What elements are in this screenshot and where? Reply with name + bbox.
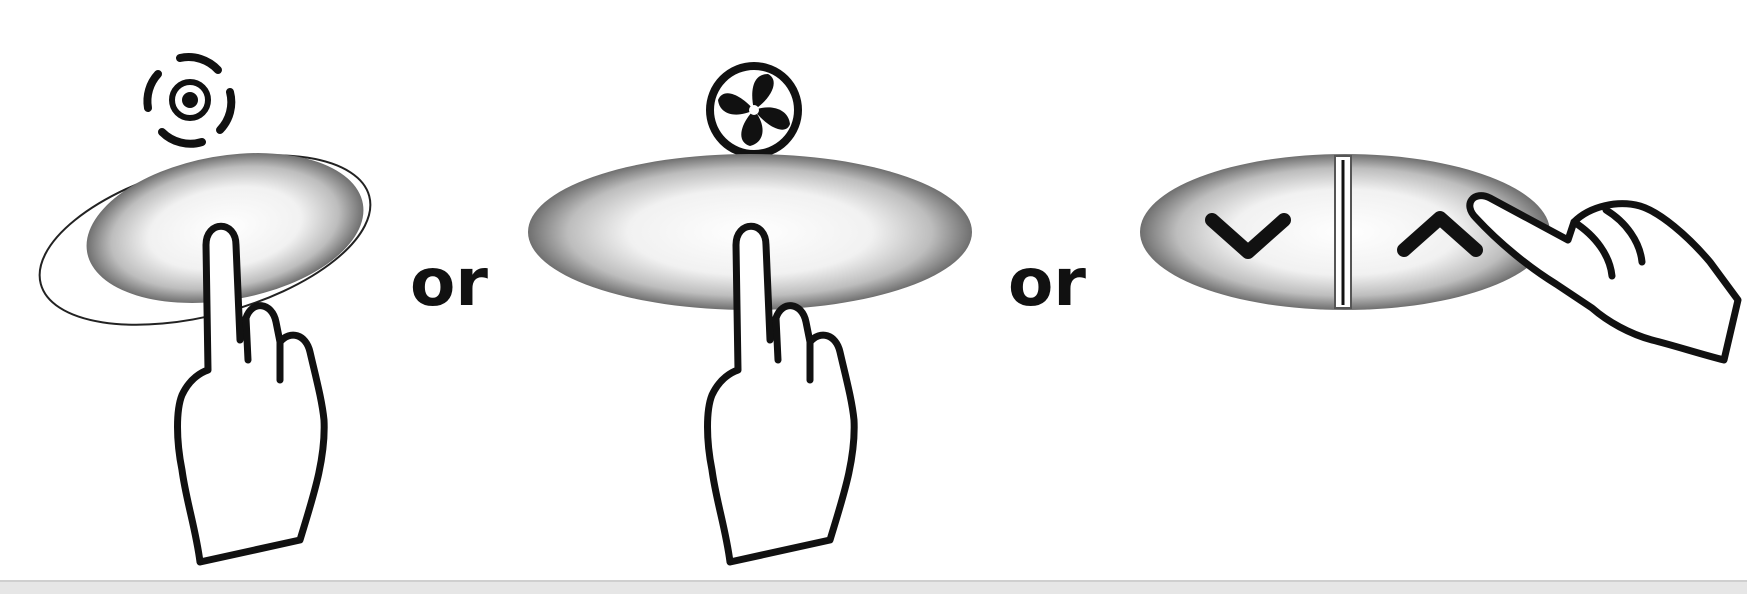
or-separator-2: or — [1008, 250, 1086, 316]
swing-button-option — [21, 57, 388, 562]
swing-icon — [147, 57, 231, 144]
up-down-button-option — [1140, 154, 1738, 360]
or-separator-1: or — [410, 250, 488, 316]
fan-icon — [710, 66, 798, 154]
fan-speed-button-option — [528, 66, 972, 562]
